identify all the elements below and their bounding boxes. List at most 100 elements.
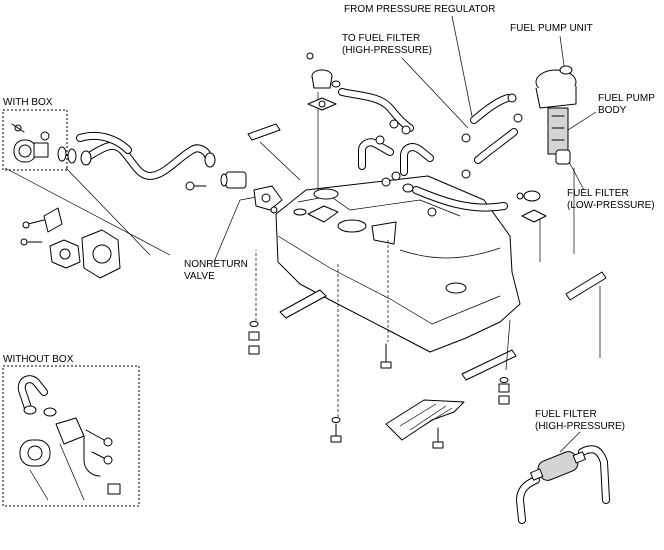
with-box-bracket (33, 142, 49, 158)
label-fuel-filter-high-2: (HIGH-PRESSURE) (535, 421, 625, 432)
fuel-pump-body (547, 107, 569, 155)
label-fuel-filter-low-1: FUEL FILTER (567, 188, 629, 199)
without-box-proj-2 (59, 443, 85, 501)
vent-cap-body (311, 75, 333, 89)
hose-clamp-6 (427, 207, 437, 217)
hose-clamp-9 (507, 93, 517, 103)
with-box-clamp-1 (57, 146, 67, 162)
vent-hose-inner (77, 132, 131, 153)
hose-d-inner (413, 187, 507, 211)
tank-strap-far-right (565, 271, 607, 301)
fuel-filter-high-inlet (530, 468, 544, 481)
without-box-bolt-head-2 (103, 455, 113, 465)
regulator-gasket (521, 209, 547, 223)
hose-c-inner (401, 144, 433, 175)
label-to-fuel-filter-1: TO FUEL FILTER (342, 33, 420, 44)
nonreturn-bolt-head (185, 181, 195, 191)
label-to-fuel-filter-2: (HIGH-PRESSURE) (342, 45, 432, 56)
with-box-valve-port (18, 144, 32, 158)
guide-right-strap (505, 319, 511, 371)
hose-e-inner (471, 95, 511, 123)
regulator-screw (516, 192, 524, 200)
hose-a-inner (339, 89, 413, 131)
leader-nonreturn-valve (213, 195, 263, 263)
hose-clamp-4 (381, 177, 391, 187)
label-with-box: WITH BOX (3, 97, 53, 108)
fuel-pump-top (535, 86, 577, 109)
fuel-tank-ridge-2 (399, 247, 501, 259)
regulator-cap (523, 190, 541, 202)
filter-outlet-hose-inner (579, 446, 609, 503)
projection-line-2 (65, 167, 151, 256)
washer-center (331, 417, 341, 423)
without-box-valve-port (27, 445, 43, 461)
fuel-filter-low (555, 149, 571, 165)
diagram-labels: FROM PRESSURE REGULATOR TO FUEL FILTER (… (3, 4, 655, 432)
fuel-tank-vent-port (313, 188, 339, 200)
shield-plate-ribs (399, 403, 453, 431)
leader-fuel-filter-low (567, 159, 585, 191)
label-fuel-filter-low-2: (LOW-PRESSURE) (567, 200, 655, 211)
hose-joint-1 (402, 183, 414, 193)
without-box-frame (2, 365, 140, 507)
without-box-bolt-2 (91, 451, 105, 459)
fuel-filter-high-assembly (516, 445, 610, 524)
without-box-proj-1 (29, 469, 49, 501)
washer-left-1 (249, 321, 259, 327)
vent-cap-nipple (331, 80, 341, 88)
with-box-bolt-shank (11, 123, 25, 133)
hose-clamp-8 (461, 169, 471, 179)
nut-right-2 (498, 395, 510, 405)
filler-hose-end (80, 150, 92, 166)
with-box-assembly (2, 109, 171, 256)
label-fuel-pump-body-2: BODY (598, 105, 627, 116)
hose-clamp-10 (513, 113, 523, 123)
fuel-pump-ribs (551, 115, 565, 141)
nonreturn-gasket-hole (261, 193, 271, 203)
nonreturn-screw (270, 206, 278, 214)
hose-f-inner (475, 129, 517, 163)
without-box-clamp-2 (43, 407, 57, 417)
fuel-tank-filler-port (293, 208, 307, 216)
nut-right-1 (498, 383, 510, 393)
fuel-tank-drain-port (445, 282, 467, 294)
projection-line-1 (4, 167, 171, 256)
without-box-assembly (2, 365, 140, 507)
hose-clamp-1 (401, 125, 411, 135)
tank-shield-plate (385, 399, 465, 441)
without-box-bolt-1 (85, 429, 105, 441)
without-box-hose-inner (18, 376, 47, 411)
bolt-shield-head (432, 441, 444, 449)
label-nonreturn-valve-2: VALVE (184, 271, 215, 282)
mount-bolt-head-1 (22, 221, 30, 229)
fuel-filter-high-body (537, 451, 579, 481)
label-fuel-pump-unit: FUEL PUMP UNIT (510, 23, 593, 34)
nut-left-1 (248, 331, 260, 341)
without-box-connector (107, 483, 121, 495)
vent-screw (306, 52, 314, 60)
leader-to-fuel-filter (401, 57, 469, 129)
guide-upper-bracket (259, 141, 301, 181)
mount-bolt-head-2 (20, 238, 28, 246)
leader-lines (213, 15, 597, 453)
filter-inlet-hose-inner (517, 477, 539, 523)
upper-bracket-left (247, 123, 281, 141)
washer-right (499, 377, 509, 383)
label-nonreturn-valve-1: NONRETURN (184, 259, 248, 270)
without-box-bracket (55, 417, 85, 445)
tank-center-bracket (371, 221, 397, 245)
tank-strap-right (461, 349, 517, 381)
leader-from-pressure-regulator (451, 15, 473, 117)
center-hoses (338, 88, 523, 217)
nonreturn-valve-inlet (220, 173, 228, 187)
nonreturn-valve-body (225, 171, 247, 189)
without-box-wire (83, 435, 101, 477)
vent-gasket-hole (318, 100, 326, 108)
label-without-box: WITHOUT BOX (3, 354, 74, 365)
tank-strap-left (279, 289, 327, 319)
label-fuel-filter-high-1: FUEL FILTER (535, 409, 597, 420)
lower-vent-gasket (307, 205, 339, 223)
with-box-frame (2, 109, 68, 171)
